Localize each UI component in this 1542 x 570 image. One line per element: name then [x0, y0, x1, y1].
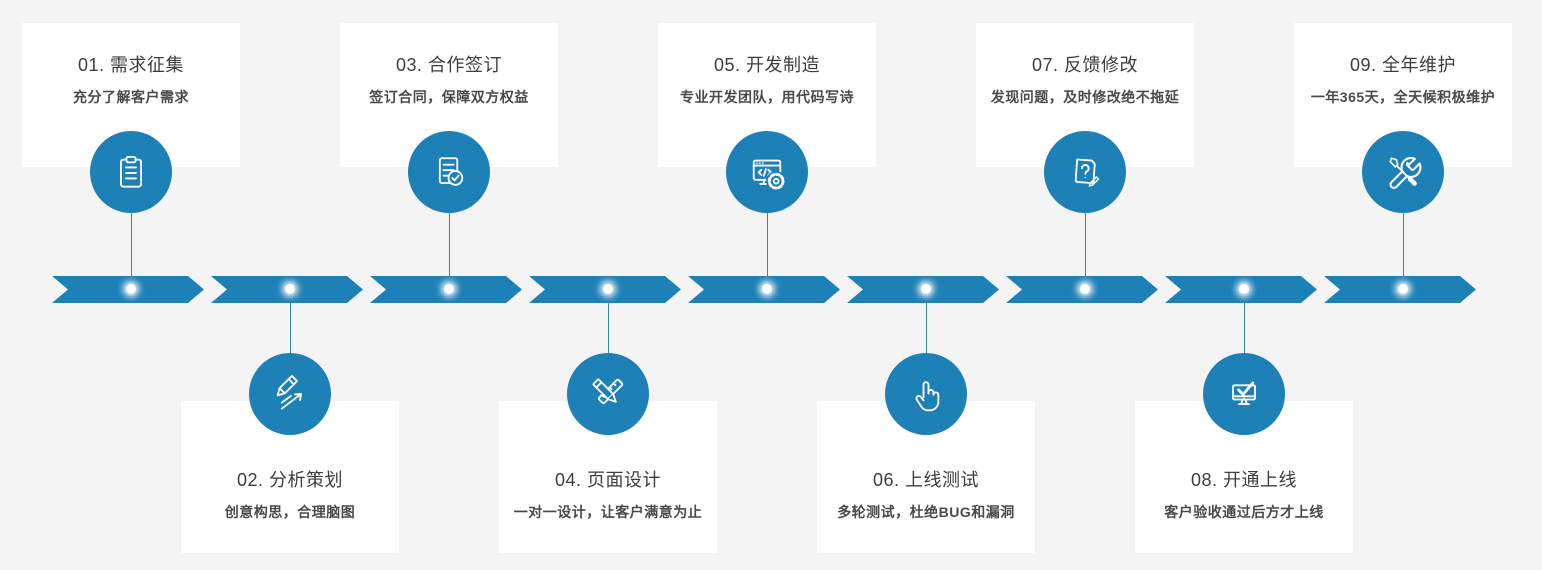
step-title: 06. 上线测试 — [872, 470, 980, 490]
step-subtitle: 专业开发团队，用代码写诗 — [680, 89, 854, 105]
step-connector-line — [766, 212, 768, 278]
step-card: 08. 开通上线 客户验收通过后方才上线 — [1135, 401, 1353, 553]
step-connector-line — [130, 212, 132, 278]
step-icon-badge — [90, 131, 172, 213]
step-title: 05. 开发制造 — [713, 55, 821, 75]
step-02: 02. 分析策划 创意构思，合理脑图 — [181, 0, 399, 570]
step-card: 05. 开发制造 专业开发团队，用代码写诗 — [658, 23, 876, 167]
step-subtitle: 一年365天，全天候积极维护 — [1310, 89, 1496, 105]
timeline-dot — [285, 284, 295, 294]
step-title: 04. 页面设计 — [554, 470, 662, 490]
tools-icon — [1389, 156, 1422, 189]
step-title: 03. 合作签订 — [395, 55, 503, 75]
step-title: 02. 分析策划 — [236, 470, 344, 490]
step-connector-line — [607, 302, 609, 355]
timeline-dot — [1398, 284, 1408, 294]
step-title: 01. 需求征集 — [77, 55, 185, 75]
step-subtitle: 充分了解客户需求 — [73, 89, 189, 105]
step-subtitle: 多轮测试，杜绝BUG和漏洞 — [837, 504, 1015, 520]
step-icon-badge — [567, 353, 649, 435]
step-icon-badge — [885, 353, 967, 435]
step-icon-badge — [1362, 131, 1444, 213]
timeline-dot — [1080, 284, 1090, 294]
step-03: 03. 合作签订 签订合同，保障双方权益 — [340, 0, 558, 570]
step-title: 08. 开通上线 — [1190, 470, 1298, 490]
click-hand-icon — [915, 381, 940, 412]
step-icon-badge — [1044, 131, 1126, 213]
clipboard-icon — [120, 155, 142, 188]
step-connector-line — [448, 212, 450, 278]
timeline-dot — [126, 284, 136, 294]
step-subtitle: 签订合同，保障双方权益 — [369, 89, 529, 105]
step-subtitle: 发现问题，及时修改绝不拖延 — [990, 89, 1180, 105]
timeline-dot — [603, 284, 613, 294]
step-title: 07. 反馈修改 — [1031, 55, 1139, 75]
step-connector-line — [925, 302, 927, 355]
step-01: 01. 需求征集 充分了解客户需求 — [22, 0, 240, 570]
question-note-icon — [1074, 158, 1100, 187]
step-connector-line — [1084, 212, 1086, 278]
code-dev-icon — [752, 159, 787, 192]
timeline-dot — [762, 284, 772, 294]
contract-check-icon — [438, 157, 464, 186]
step-subtitle: 创意构思，合理脑图 — [224, 504, 356, 520]
step-subtitle: 一对一设计，让客户满意为止 — [513, 504, 703, 520]
step-09: 09. 全年维护 一年365天，全天候积极维护 — [1294, 0, 1512, 570]
step-card: 06. 上线测试 多轮测试，杜绝BUG和漏洞 — [817, 401, 1035, 553]
monitor-check-icon — [1232, 381, 1256, 405]
step-connector-line — [1402, 212, 1404, 278]
step-05: 05. 开发制造 专业开发团队，用代码写诗 — [658, 0, 876, 570]
step-title: 09. 全年维护 — [1349, 55, 1457, 75]
step-06: 06. 上线测试 多轮测试，杜绝BUG和漏洞 — [817, 0, 1035, 570]
step-icon-badge — [726, 131, 808, 213]
step-04: 04. 页面设计 一对一设计，让客户满意为止 — [499, 0, 717, 570]
timeline-dot — [921, 284, 931, 294]
step-icon-badge — [1203, 353, 1285, 435]
timeline-dot — [1239, 284, 1249, 294]
step-connector-line — [289, 302, 291, 355]
step-icon-badge — [408, 131, 490, 213]
step-icon-badge — [249, 353, 331, 435]
timeline-dot — [444, 284, 454, 294]
pencil-draft-icon — [276, 375, 302, 410]
step-connector-line — [1243, 302, 1245, 355]
step-subtitle: 客户验收通过后方才上线 — [1164, 504, 1324, 520]
step-07: 07. 反馈修改 发现问题，及时修改绝不拖延 — [976, 0, 1194, 570]
step-08: 08. 开通上线 客户验收通过后方才上线 — [1135, 0, 1353, 570]
design-tools-icon — [592, 378, 624, 405]
